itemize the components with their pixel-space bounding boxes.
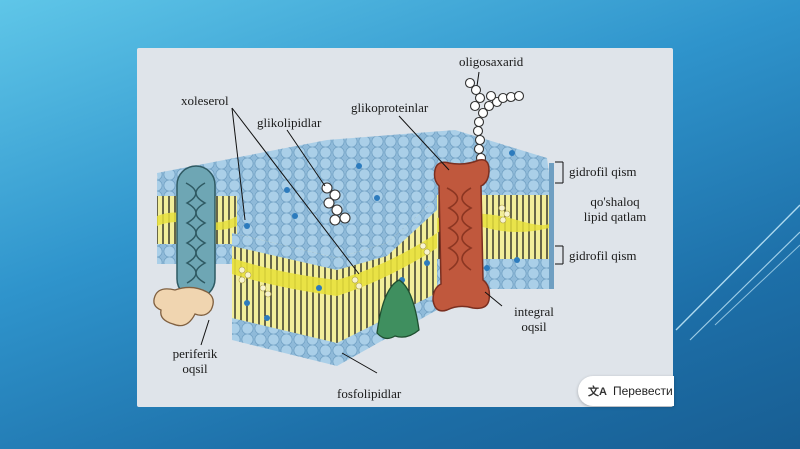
- translate-label: Перевести: [612, 384, 673, 398]
- membrane-top-surface: [157, 130, 549, 258]
- leader-lines: [200, 71, 564, 374]
- label-cholesterol: xoleserol: [181, 93, 229, 108]
- cholesterol-molecules: [244, 150, 520, 321]
- label-integral-line1: integral: [514, 304, 554, 319]
- label-glycolipids: glikolipidlar: [257, 115, 322, 130]
- glycolipid-beads-inner: [238, 204, 511, 298]
- label-phospholipids: fosfolipidlar: [337, 386, 402, 401]
- peripheral-protein: [153, 165, 216, 327]
- label-peripheral-line2: oqsil: [182, 361, 208, 376]
- translate-icon: 文A: [588, 386, 607, 398]
- glycolipid-chain: [321, 182, 351, 226]
- membrane-diagram-slide: oligosaxarid xoleserol glikolipidlar gli…: [137, 48, 673, 407]
- label-hydrophilic-bottom: gidrofil qism: [569, 248, 637, 263]
- membrane-illustration: [153, 71, 564, 374]
- label-peripheral-line1: periferik: [172, 346, 218, 361]
- green-protein: [376, 279, 420, 340]
- label-oligosaccharide: oligosaxarid: [459, 54, 524, 69]
- label-peripheral-protein: periferik oqsil: [157, 346, 233, 376]
- translate-button[interactable]: 文A Перевести: [578, 376, 674, 406]
- label-bilayer: qo'shaloq lipid qatlam: [569, 194, 661, 224]
- integral-protein: [432, 158, 491, 312]
- label-hydrophilic-top: gidrofil qism: [569, 164, 637, 179]
- label-glycoproteins: glikoproteinlar: [351, 100, 429, 115]
- label-integral-protein: integral oqsil: [499, 304, 569, 334]
- label-bilayer-line1: qo'shaloq: [590, 194, 640, 209]
- label-integral-line2: oqsil: [521, 319, 547, 334]
- label-bilayer-line2: lipid qatlam: [583, 209, 647, 224]
